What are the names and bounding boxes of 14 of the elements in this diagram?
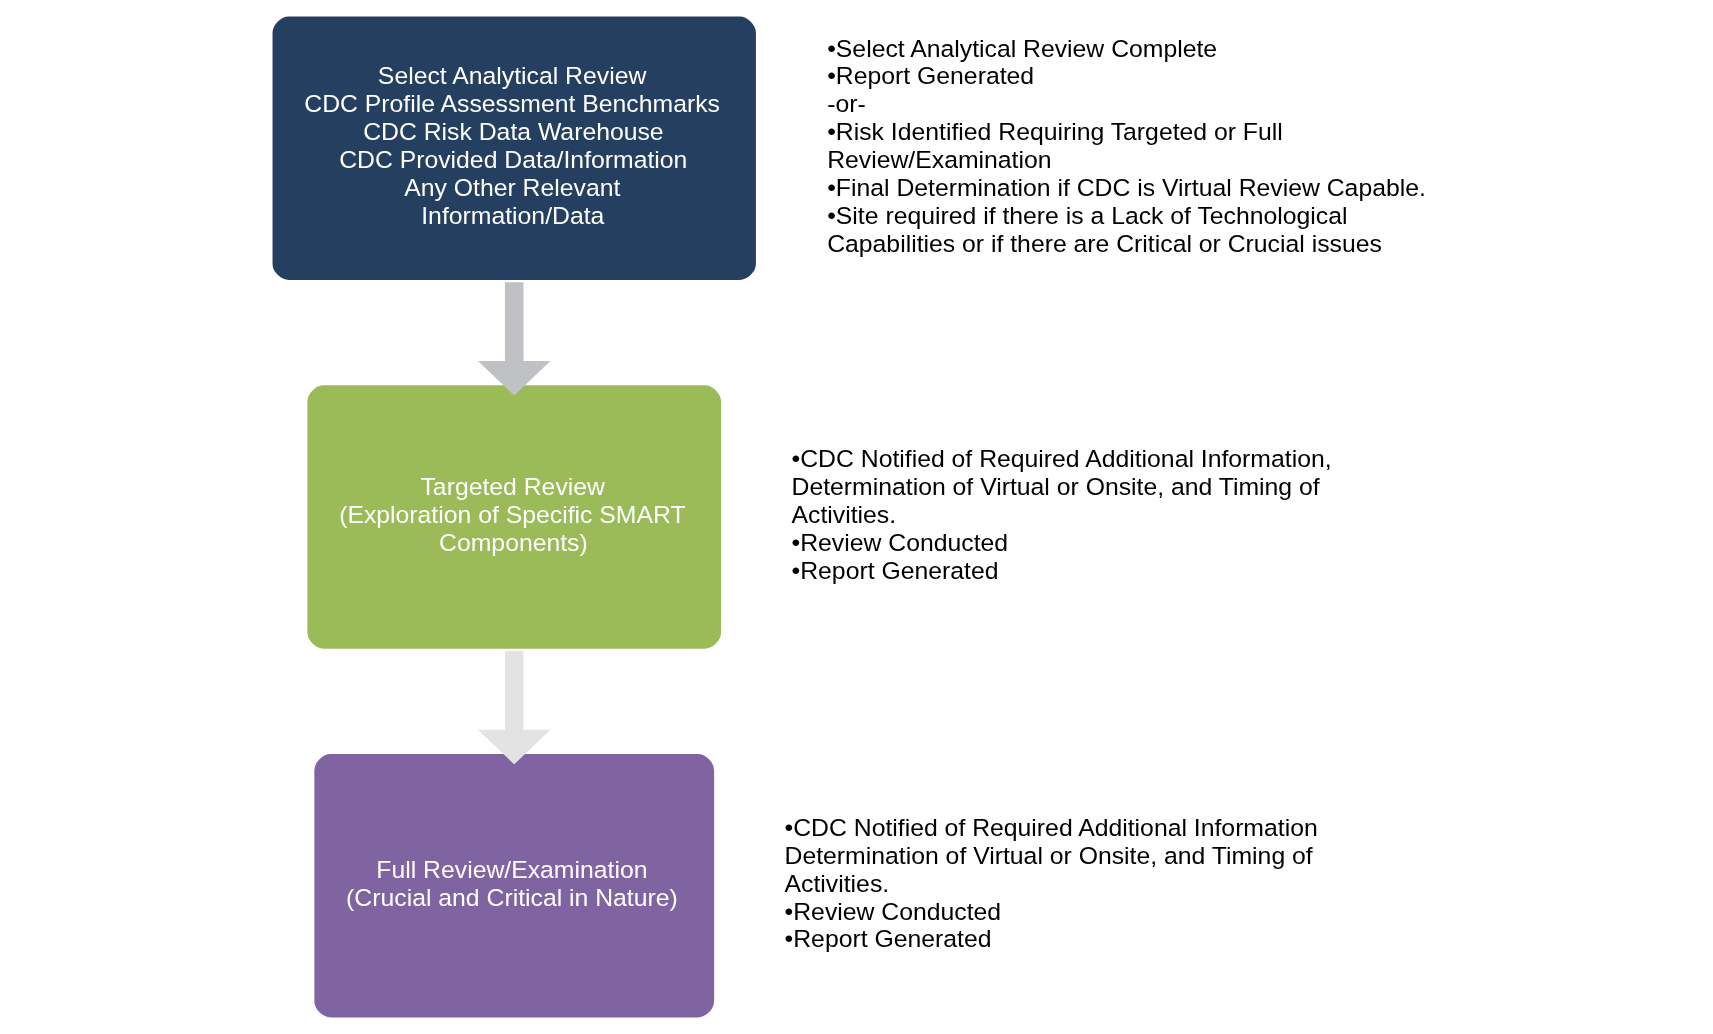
- node-label: •Final Determination if CDC is Virtual Review Capable.: [826, 173, 1426, 201]
- node-label: •Select Analytical Review Complete: [826, 34, 1217, 62]
- node-label: •Report Generated: [826, 62, 1034, 90]
- node-label: •Review Conducted: [784, 897, 1001, 925]
- node-label: •Report Generated: [791, 556, 998, 584]
- node-label: •CDC Notified of Required Additional Information Determination of Virtual or Onsite, and Timing of Activities.: [784, 813, 1318, 897]
- arrow: [477, 651, 550, 765]
- node-label: •Risk Identified Requiring Targeted or Full Review/Examination: [826, 118, 1283, 174]
- node-label: •CDC Notified of Required Additional Information, Determination of Virtual or Onsite, and Timing of Activities.: [791, 445, 1332, 528]
- node-label: •Report Generated: [784, 925, 991, 953]
- node-label: •Review Conducted: [791, 528, 1008, 556]
- node-label: -or-: [826, 90, 866, 118]
- node-label: •Site required if there is a Lack of Technological Capabilities or if there are Critical or Crucial issues: [826, 201, 1382, 257]
- arrow: [477, 282, 550, 396]
